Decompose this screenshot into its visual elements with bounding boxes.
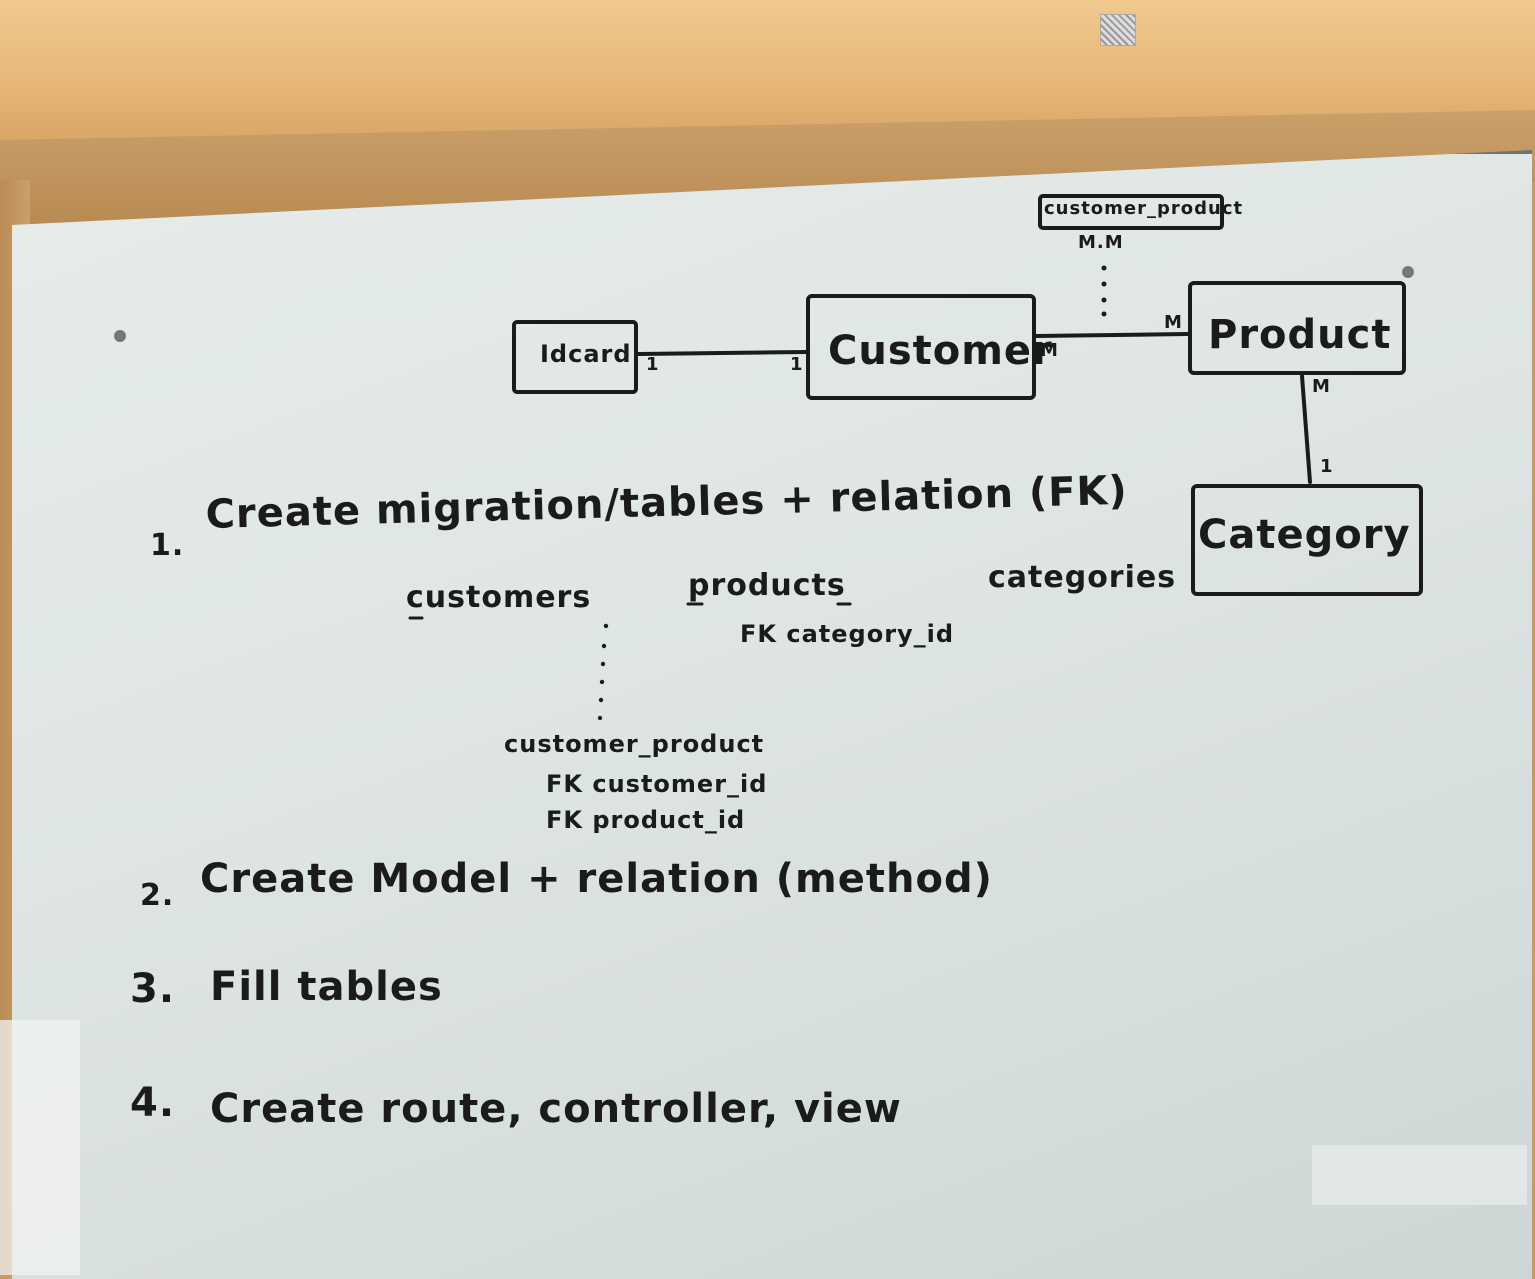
qr-sticker <box>1100 14 1136 46</box>
pivot-fk-product: FK product_id <box>546 806 746 834</box>
whiteboard <box>12 150 1532 1279</box>
products-fk: FK category_id <box>740 620 955 648</box>
step-4-number: 4. <box>130 1080 176 1126</box>
table-customers: customers <box>406 580 592 615</box>
step-2-text: Create Model + relation (method) <box>200 856 993 902</box>
pivot-box <box>1038 194 1224 230</box>
idcard-box <box>512 320 638 394</box>
card-category-side: 1 <box>1320 456 1334 477</box>
window-reflection-left <box>0 1020 80 1275</box>
entity-category: Category <box>1198 512 1411 558</box>
idcard-customer-line <box>636 350 808 356</box>
entity-product: Product <box>1208 312 1392 358</box>
pivot-table-name: customer_product <box>504 730 765 758</box>
table-products: products <box>688 568 846 603</box>
step-2-number: 2. <box>140 878 175 913</box>
step-3-number: 3. <box>130 966 176 1012</box>
category-box <box>1191 484 1423 596</box>
product-box <box>1188 281 1406 375</box>
card-idcard-side: 1 <box>646 354 660 375</box>
table-categories: categories <box>988 560 1177 595</box>
entity-idcard: Idcard <box>540 340 632 368</box>
card-product-category-side: M <box>1312 376 1331 397</box>
product-category-line <box>1300 374 1312 484</box>
card-product-customer-side: M <box>1164 312 1183 333</box>
entity-customer: Customer <box>828 328 1053 374</box>
customer-box <box>806 294 1036 400</box>
pivot-cardinality: M.M <box>1078 232 1124 253</box>
step-4-text: Create route, controller, view <box>210 1086 902 1132</box>
pivot-label-top: customer_product <box>1044 198 1244 219</box>
step-1-number: 1. <box>150 528 185 563</box>
card-customer-product-side: M <box>1040 340 1059 361</box>
pivot-fk-customer: FK customer_id <box>546 770 768 798</box>
window-reflection-right <box>1312 1145 1527 1205</box>
card-customer-idcard-side: 1 <box>790 354 804 375</box>
step-3-text: Fill tables <box>210 964 443 1010</box>
customer-product-line <box>1034 332 1190 338</box>
